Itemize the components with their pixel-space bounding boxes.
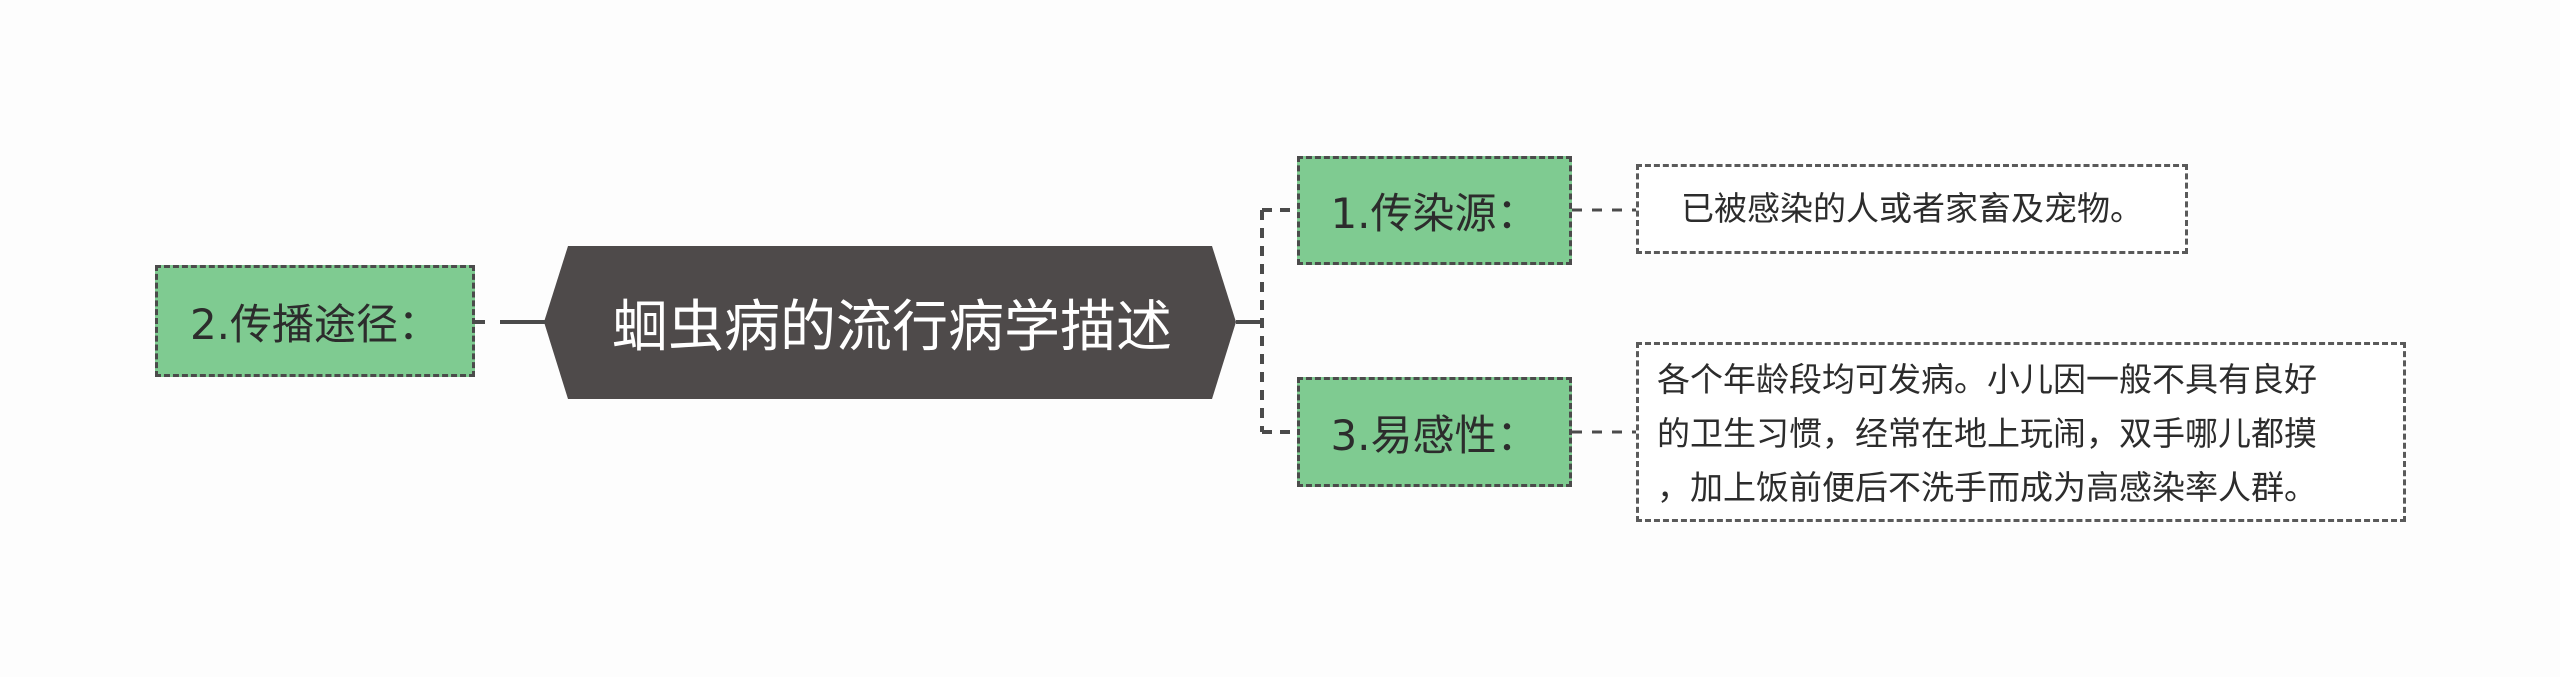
note-susceptibility[interactable]: 各个年龄段均可发病。小儿因一般不具有良好 的卫生习惯，经常在地上玩闹，双手哪儿都… xyxy=(1636,342,2406,522)
topic-infection-source[interactable]: 1.传染源： xyxy=(1297,156,1572,265)
note-infection-source-text: 已被感染的人或者家畜及宠物。 xyxy=(1681,189,2143,228)
note-susceptibility-line-2: 的卫生习惯，经常在地上玩闹，双手哪儿都摸 xyxy=(1657,414,2317,453)
topic-transmission-route[interactable]: 2.传播途径： xyxy=(155,265,475,377)
topic-susceptibility[interactable]: 3.易感性： xyxy=(1297,377,1572,487)
topic-transmission-route-label: 2.传播途径： xyxy=(189,299,441,349)
note-susceptibility-line-1: 各个年龄段均可发病。小儿因一般不具有良好 xyxy=(1657,360,2317,399)
central-topic-shape xyxy=(544,246,1236,399)
topic-infection-source-label: 1.传染源： xyxy=(1330,189,1539,238)
central-topic-label: 蛔虫病的流行病学描述 xyxy=(612,295,1172,360)
central-topic[interactable]: 蛔虫病的流行病学描述 xyxy=(548,246,1236,399)
topic-susceptibility-label: 3.易感性： xyxy=(1330,410,1539,460)
note-susceptibility-line-3: ，加上饭前便后不洗手而成为高感染率人群。 xyxy=(1657,468,2317,507)
note-infection-source[interactable]: 已被感染的人或者家畜及宠物。 xyxy=(1636,164,2188,254)
connector-right-branch xyxy=(1260,208,1297,434)
